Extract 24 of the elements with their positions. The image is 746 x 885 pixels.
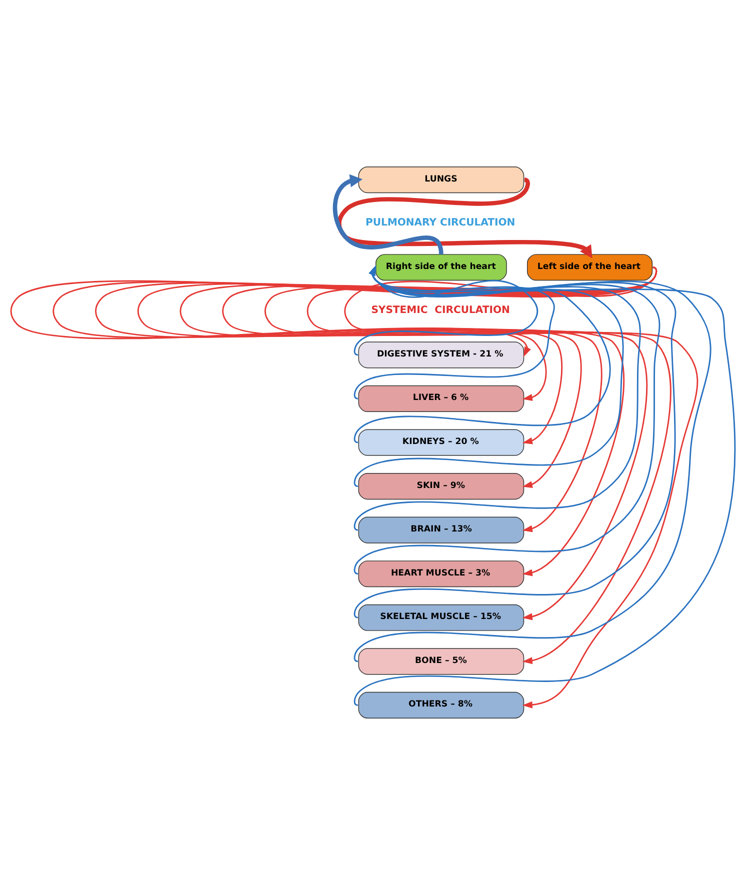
node-box: BONE – 5% xyxy=(358,648,524,675)
node-box: Left side of the heart xyxy=(526,254,653,281)
arrow xyxy=(332,174,444,255)
arrow xyxy=(354,265,641,530)
node-box: Right side of the heart xyxy=(376,254,507,281)
label: SYSTEMIC CIRCULATION xyxy=(371,305,510,316)
node-box: LUNGS xyxy=(358,166,524,194)
arrow xyxy=(354,265,660,574)
arrow xyxy=(354,265,611,443)
arrow xyxy=(354,265,555,400)
node-box: SKELETAL MUSCLE – 15% xyxy=(358,604,524,631)
node-box: DIGESTIVE SYSTEM - 21 % xyxy=(358,342,524,368)
arrow xyxy=(354,265,624,487)
arrow xyxy=(354,265,712,662)
arrow xyxy=(354,265,538,356)
node-box: SKIN – 9% xyxy=(358,473,524,500)
node-box: HEART MUSCLE – 3% xyxy=(358,560,524,588)
node-box: LIVER – 6 % xyxy=(358,385,524,412)
arrow xyxy=(354,265,676,618)
node-box: KIDNEYS – 20 % xyxy=(358,429,524,456)
node-box: BRAIN – 13% xyxy=(358,516,524,544)
node-box: OTHERS – 8% xyxy=(358,692,524,718)
arrow xyxy=(337,178,592,258)
label: PULMONARY CIRCULATION xyxy=(365,218,516,229)
